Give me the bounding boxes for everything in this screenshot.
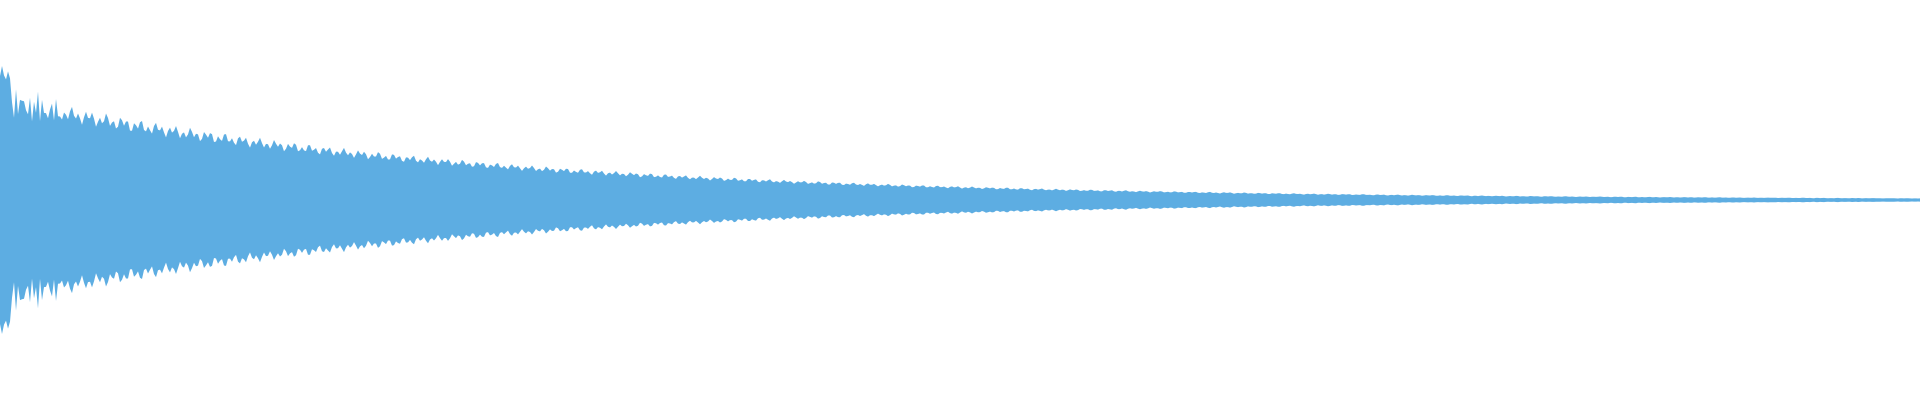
waveform-shape xyxy=(0,66,1920,334)
